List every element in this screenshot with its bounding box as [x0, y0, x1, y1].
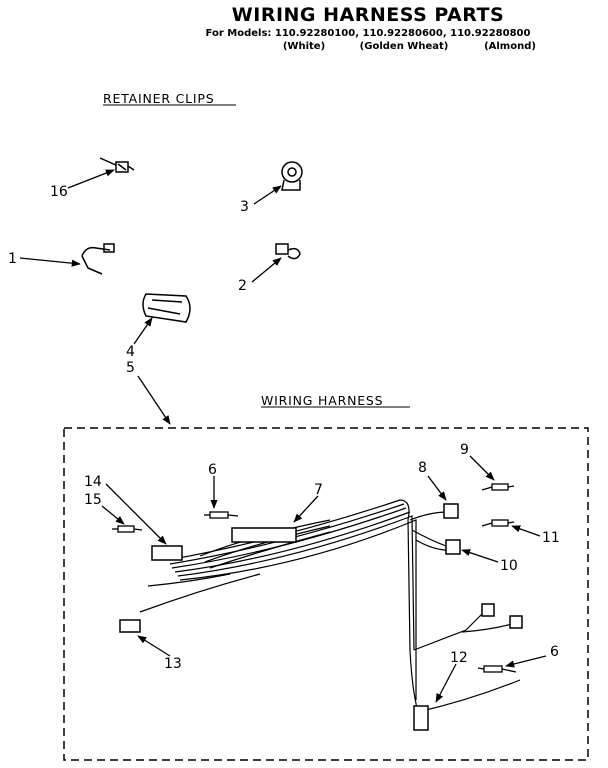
clip-2-part — [275, 243, 301, 260]
callout-15: 15 — [84, 492, 102, 508]
callout-9: 9 — [460, 442, 469, 458]
callout-6b: 6 — [550, 644, 559, 660]
callout-1: 1 — [8, 251, 17, 267]
clip-16-part — [99, 157, 135, 173]
callout-7-arrow — [293, 495, 319, 523]
terminal-9-part — [481, 483, 515, 491]
callout-5: 5 — [126, 360, 135, 376]
retainer-clips-heading: RETAINER CLIPS — [103, 91, 214, 106]
connector-14-part — [151, 545, 183, 561]
callout-2-arrow — [251, 257, 282, 283]
color-white-label: (White) — [283, 41, 325, 52]
terminal-6b-part — [477, 665, 517, 673]
connector-unlabeled-a — [481, 603, 495, 617]
clip-4-part — [142, 293, 191, 323]
callout-12-arrow — [435, 663, 457, 703]
connector-7-part — [231, 527, 297, 543]
callout-2: 2 — [238, 278, 247, 294]
connector-10-part — [445, 539, 461, 555]
callout-12: 12 — [450, 650, 468, 666]
callout-14: 14 — [84, 474, 102, 490]
connector-12-part — [413, 705, 429, 731]
callout-3-arrow — [253, 185, 282, 205]
terminal-6a-part — [204, 511, 239, 519]
callout-3: 3 — [240, 199, 249, 215]
wiring-harness-heading: WIRING HARNESS — [261, 393, 383, 408]
clip-1-part — [81, 243, 115, 275]
harness-kit-border — [63, 427, 589, 761]
connector-13-part — [119, 619, 141, 633]
callout-4-arrow — [133, 317, 153, 345]
color-golden-label: (Golden Wheat) — [360, 41, 449, 52]
callout-8: 8 — [418, 460, 427, 476]
callout-8-arrow — [427, 475, 447, 501]
callout-1-arrow — [19, 257, 81, 267]
callout-6a: 6 — [208, 462, 217, 478]
callout-14-arrow — [105, 483, 167, 545]
callout-7: 7 — [314, 482, 323, 498]
callout-15-arrow — [101, 505, 125, 525]
terminal-15-part — [112, 525, 143, 533]
callout-13: 13 — [164, 656, 182, 672]
callout-9-arrow — [469, 455, 495, 481]
callout-10-arrow — [461, 549, 499, 563]
page-title: WIRING HARNESS PARTS — [232, 4, 504, 26]
terminal-11-part — [481, 519, 515, 527]
callout-6b-arrow — [505, 655, 547, 668]
callout-11-arrow — [511, 525, 541, 537]
models-line: For Models: 110.92280100, 110.92280600, … — [206, 28, 531, 39]
callout-5-arrow — [137, 375, 171, 425]
callout-4: 4 — [126, 344, 135, 360]
callout-10: 10 — [500, 558, 518, 574]
color-almond-label: (Almond) — [484, 41, 536, 52]
harness-wires — [139, 499, 521, 713]
clip-3-part — [281, 161, 303, 191]
callout-16-arrow — [67, 169, 115, 189]
callout-16: 16 — [50, 184, 68, 200]
callout-11: 11 — [542, 530, 560, 546]
callout-13-arrow — [137, 635, 171, 657]
connector-8-part — [443, 503, 459, 519]
connector-unlabeled-b — [509, 615, 523, 629]
